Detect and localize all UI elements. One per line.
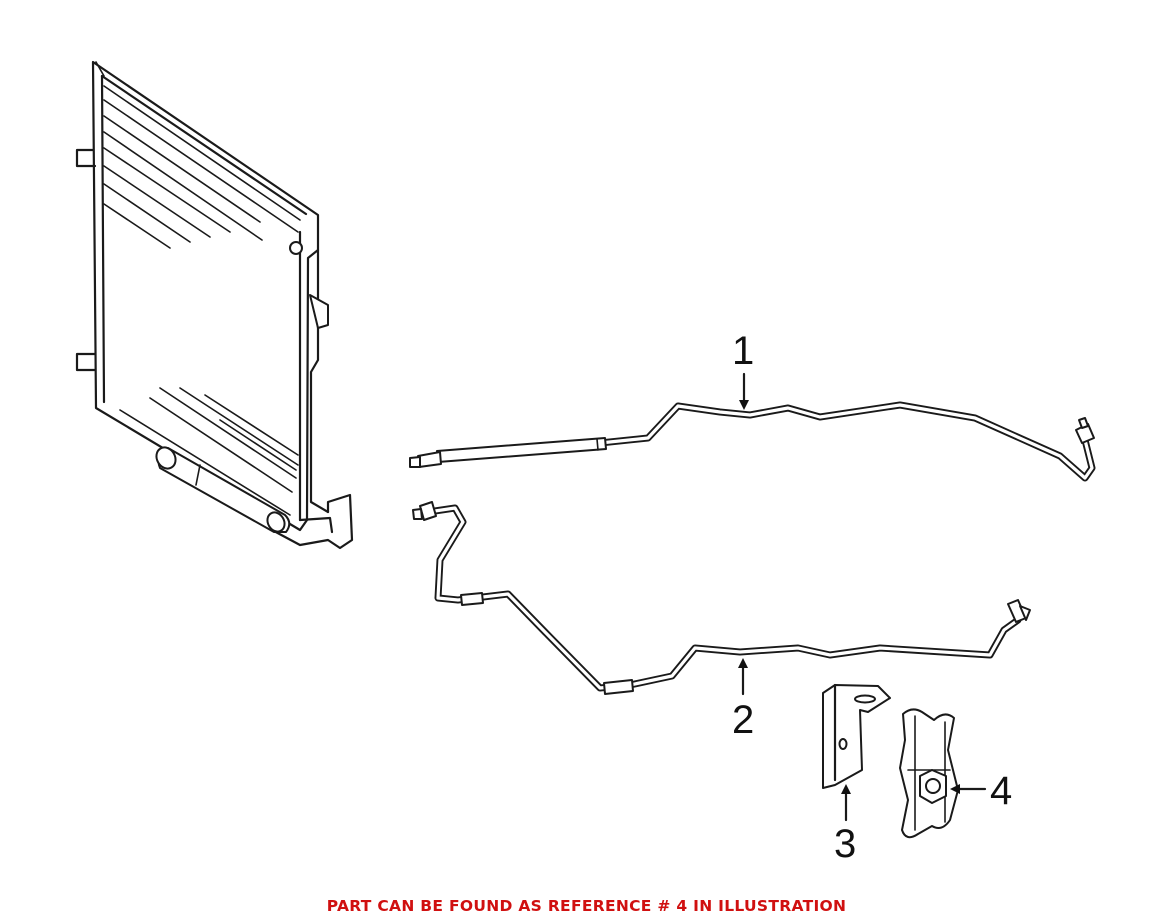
clamp-with-bolt <box>899 708 959 839</box>
cooler-line-upper <box>409 401 1096 482</box>
callout-4: 4 <box>950 769 1012 813</box>
callout-2: 2 <box>732 658 754 742</box>
callout-1-label: 1 <box>732 329 754 373</box>
mounting-bracket <box>822 683 891 789</box>
callout-3: 3 <box>834 784 856 866</box>
callout-1: 1 <box>732 329 754 410</box>
cooler-line-lower <box>412 501 1031 695</box>
reference-caption: PART CAN BE FOUND AS REFERENCE # 4 IN IL… <box>326 897 847 915</box>
radiator-core <box>75 60 354 550</box>
callout-2-label: 2 <box>732 698 754 742</box>
callout-3-label: 3 <box>834 822 856 866</box>
callout-4-label: 4 <box>990 769 1012 813</box>
